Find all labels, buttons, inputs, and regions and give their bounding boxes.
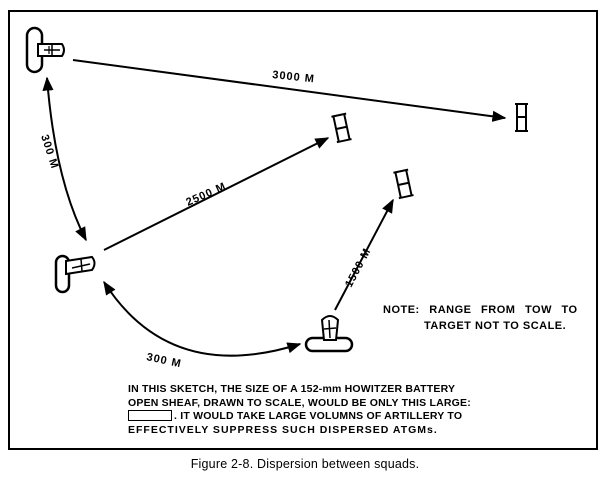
scale-note: NOTE: RANGE FROM TOW TO TARGET NOT TO SC…	[383, 302, 583, 334]
target-right-icon	[393, 168, 414, 200]
sketch-explanation: IN THIS SKETCH, THE SIZE OF A 152-mm HOW…	[128, 383, 471, 437]
sketch-line-3-wrap: . IT WOULD TAKE LARGE VOLUMNS OF ARTILLE…	[128, 410, 468, 424]
scale-box-icon	[128, 410, 172, 421]
sketch-line-3: . IT WOULD TAKE LARGE VOLUMNS OF ARTILLE…	[174, 410, 463, 422]
target-center-icon	[331, 112, 352, 144]
sketch-line-1: IN THIS SKETCH, THE SIZE OF A 152-mm HOW…	[128, 383, 456, 395]
label-1500m: 1500 M	[343, 246, 374, 289]
sketch-line-4: EFFECTIVELY SUPPRESS SUCH DISPERSED ATGM…	[128, 423, 438, 436]
dispersion-curve-300-vertical	[42, 76, 87, 242]
target-far-right-icon	[515, 103, 528, 132]
figure-caption: Figure 2-8. Dispersion between squads.	[190, 457, 420, 471]
range-line-1500	[334, 198, 394, 311]
label-3000m: 3000 M	[272, 69, 316, 85]
range-line-2500	[103, 137, 330, 251]
note-line-2: TARGET NOT TO SCALE.	[424, 320, 567, 332]
tow-position-3-icon	[304, 315, 354, 353]
label-2500m: 2500 M	[184, 180, 228, 208]
tow-position-1-icon	[25, 26, 65, 74]
note-line-1: NOTE: RANGE FROM TOW TO	[383, 304, 578, 316]
dispersion-curve-300-bottom	[103, 280, 302, 357]
range-line-3000	[72, 59, 507, 122]
figure-frame	[8, 10, 598, 450]
tow-position-2-icon	[54, 254, 96, 294]
label-300m-bottom: 300 M	[145, 351, 182, 370]
sketch-line-2: OPEN SHEAF, DRAWN TO SCALE, WOULD BE ONL…	[128, 396, 471, 409]
